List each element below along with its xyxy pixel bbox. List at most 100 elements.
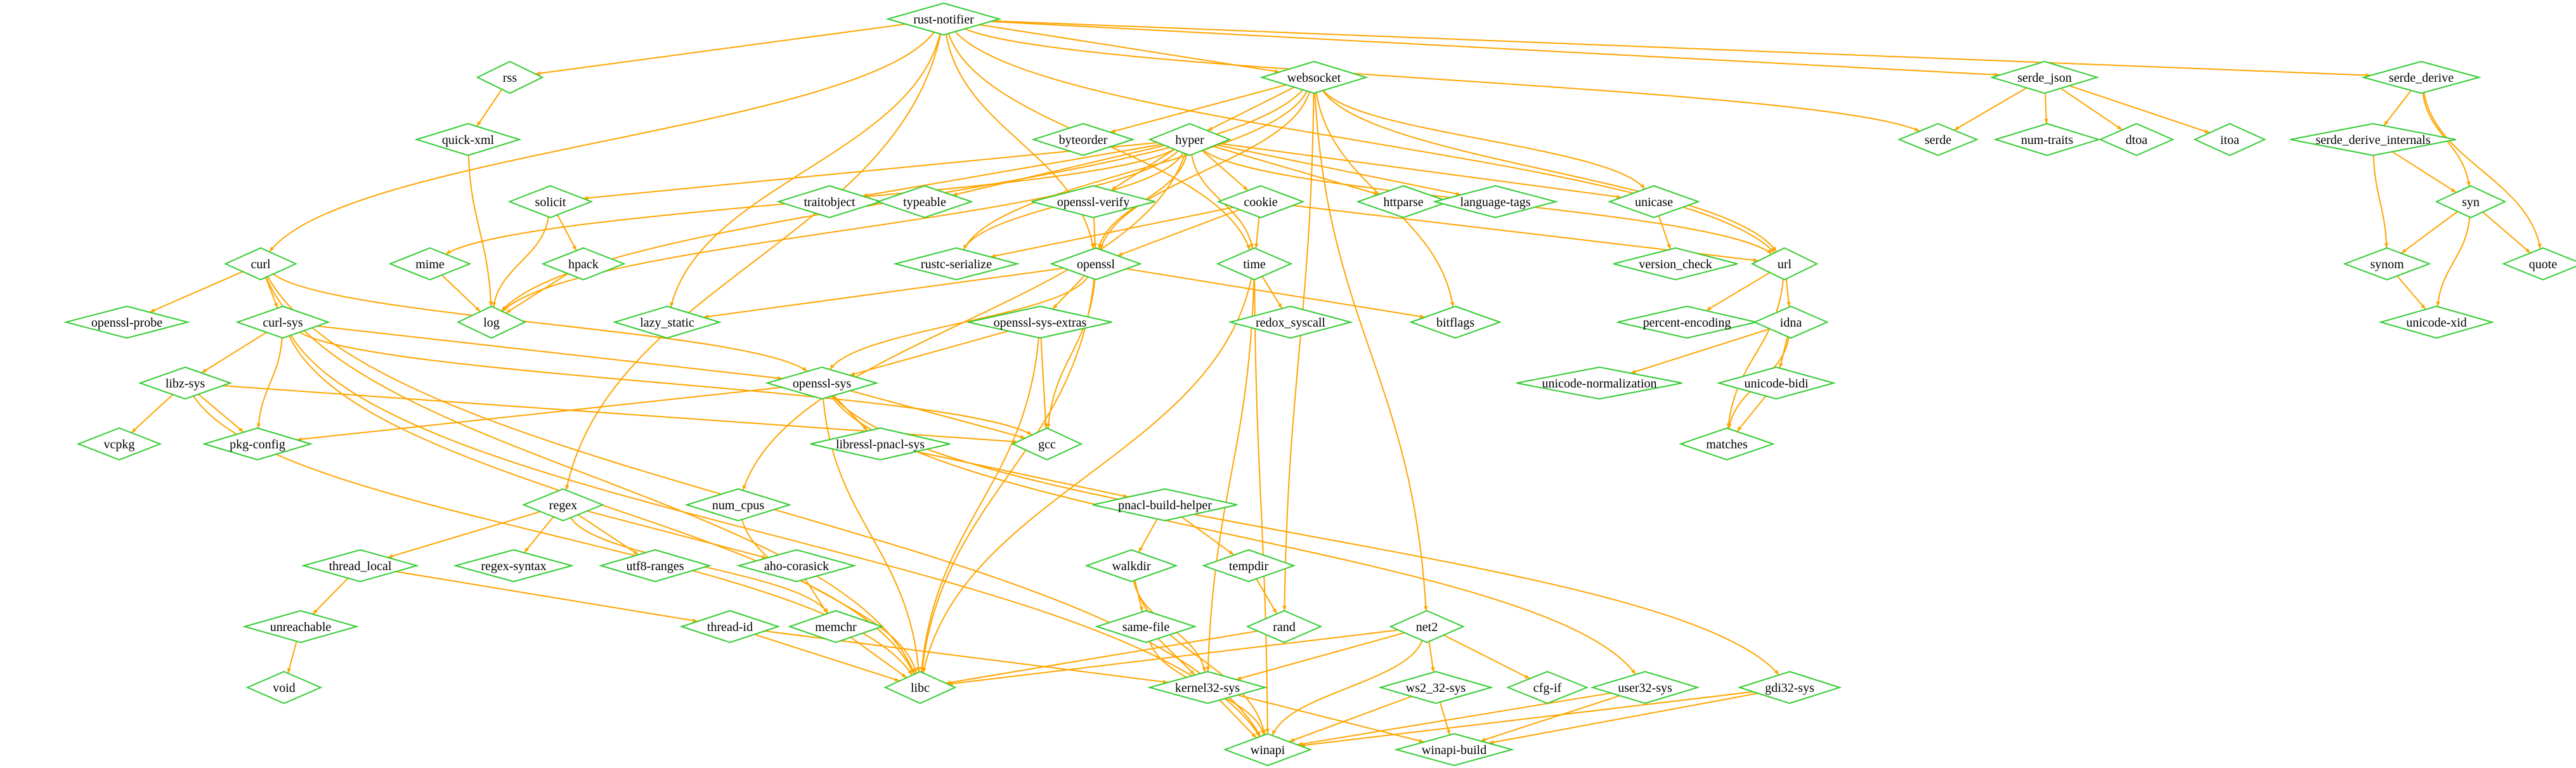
node-openssl: openssl xyxy=(1050,247,1142,281)
node-label: redox_syscall xyxy=(1256,316,1325,330)
edge-openssl-sys-to-libressl-pnacl-sys xyxy=(833,394,869,432)
node-net2: net2 xyxy=(1389,609,1465,644)
node-label: void xyxy=(273,681,296,695)
node-num-traits: num-traits xyxy=(1993,122,2101,157)
node-diamond xyxy=(1223,732,1313,767)
node-diamond xyxy=(63,305,191,339)
edge-user32-sys-to-winapi xyxy=(1297,692,1611,746)
node-diamond xyxy=(138,366,233,400)
edge-net2-to-ws2_32-sys xyxy=(1428,641,1435,673)
edge-websocket-to-openssl xyxy=(1100,91,1310,250)
node-winapi-build: winapi-build xyxy=(1394,732,1514,767)
node-regex: regex xyxy=(522,488,604,522)
edge-url-to-matches xyxy=(1726,278,1784,429)
node-utf8-ranges: utf8-ranges xyxy=(598,549,712,583)
node-diamond xyxy=(883,670,957,705)
edge-thread-id-to-libc xyxy=(754,634,901,682)
node-serde_derive: serde_derive xyxy=(2361,60,2482,94)
edge-url-to-percent-encoding xyxy=(1705,271,1771,311)
node-byteorder: byteorder xyxy=(1031,122,1135,157)
edge-cookie-to-time xyxy=(1254,216,1260,249)
edge-hyper-to-unicase xyxy=(1219,143,1622,199)
edge-layer xyxy=(131,20,2542,748)
node-diamond xyxy=(1246,609,1323,644)
edge-hyper-to-httparse xyxy=(1213,145,1379,195)
node-label: winapi xyxy=(1251,743,1285,757)
edge-serde_derive_internals-to-synom xyxy=(2372,155,2389,249)
edge-rust-notifier-to-url xyxy=(954,31,1775,254)
edge-serde_derive_internals-to-syn xyxy=(2391,151,2457,193)
node-label: aho-corasick xyxy=(764,559,829,573)
node-diamond xyxy=(1989,60,2100,94)
node-hpack: hpack xyxy=(541,247,626,281)
node-thread_local: thread_local xyxy=(301,549,420,583)
edge-openssl-sys-extras-to-libc xyxy=(920,337,1039,673)
node-diamond xyxy=(1679,427,1775,461)
node-diamond xyxy=(1590,670,1700,705)
edge-openssl-to-lazy_static xyxy=(703,267,1064,319)
node-diamond xyxy=(1084,549,1178,583)
node-label: serde_json xyxy=(2017,71,2072,85)
node-url: url xyxy=(1750,247,1819,281)
edge-openssl-sys-extras-to-gcc xyxy=(1040,337,1048,429)
node-diamond xyxy=(1378,670,1493,705)
node-label: libressl-pnacl-sys xyxy=(836,438,925,452)
node-diamond xyxy=(76,427,162,461)
node-diamond xyxy=(1617,305,1757,339)
node-ws2_32-sys: ws2_32-sys xyxy=(1378,670,1493,705)
node-label: num-traits xyxy=(2021,133,2073,147)
node-openssl-sys: openssl-sys xyxy=(765,366,879,400)
node-diamond xyxy=(245,670,323,705)
node-label: byteorder xyxy=(1059,133,1108,147)
node-label: url xyxy=(1778,257,1792,271)
node-label: libz-sys xyxy=(166,377,205,391)
edge-cookie-to-openssl xyxy=(1117,209,1240,257)
node-label: hpack xyxy=(568,257,599,271)
edge-serde_json-to-itoa xyxy=(2069,85,2210,134)
node-label: ws2_32-sys xyxy=(1406,681,1466,695)
node-diamond xyxy=(1031,185,1155,219)
node-diamond xyxy=(1716,366,1837,400)
node-traitobject: traitobject xyxy=(776,185,883,219)
edge-solicit-to-log xyxy=(491,216,549,308)
node-diamond xyxy=(301,549,420,583)
node-label: net2 xyxy=(1416,620,1438,634)
edge-rand-to-libc xyxy=(946,630,1258,685)
node-diamond xyxy=(1259,60,1369,94)
node-diamond xyxy=(598,549,712,583)
edge-gdi32-sys-to-winapi xyxy=(1299,691,1753,748)
edge-websocket-to-rustc-serialize xyxy=(963,91,1308,251)
node-diamond xyxy=(1148,122,1232,157)
edge-aho-corasick-to-memchr xyxy=(804,578,828,615)
node-diamond xyxy=(1050,247,1142,281)
node-diamond xyxy=(2502,247,2576,281)
node-diamond xyxy=(1897,122,1979,157)
node-rust-notifier: rust-notifier xyxy=(885,2,1002,36)
node-diamond xyxy=(476,60,544,94)
node-diamond xyxy=(1750,247,1819,281)
node-label: unreachable xyxy=(270,620,332,634)
node-diamond xyxy=(235,305,330,339)
node-label: openssl-probe xyxy=(91,316,162,330)
node-serde: serde xyxy=(1897,122,1979,157)
node-label: hyper xyxy=(1175,133,1204,147)
node-diamond xyxy=(1409,305,1502,339)
node-diamond xyxy=(541,247,626,281)
node-label: log xyxy=(483,316,500,330)
node-label: serde xyxy=(1925,133,1951,147)
edge-ws2_32-sys-to-winapi xyxy=(1289,696,1412,743)
node-serde_derive_internals: serde_derive_internals xyxy=(2290,122,2456,157)
node-log: log xyxy=(456,305,527,339)
node-label: pkg-config xyxy=(230,438,285,452)
node-mime: mime xyxy=(388,247,472,281)
node-itoa: itoa xyxy=(2193,122,2267,157)
node-diamond xyxy=(2378,305,2495,339)
node-label: cookie xyxy=(1244,195,1277,209)
edge-libressl-pnacl-sys-to-pnacl-build-helper xyxy=(916,451,1129,498)
node-label: dtoa xyxy=(2126,133,2148,147)
edge-curl-sys-to-pkg-config xyxy=(256,337,283,429)
edge-user32-sys-to-winapi-build xyxy=(1480,695,1620,742)
edge-hyper-to-traitobject xyxy=(862,143,1162,197)
node-label: matches xyxy=(1706,438,1748,452)
